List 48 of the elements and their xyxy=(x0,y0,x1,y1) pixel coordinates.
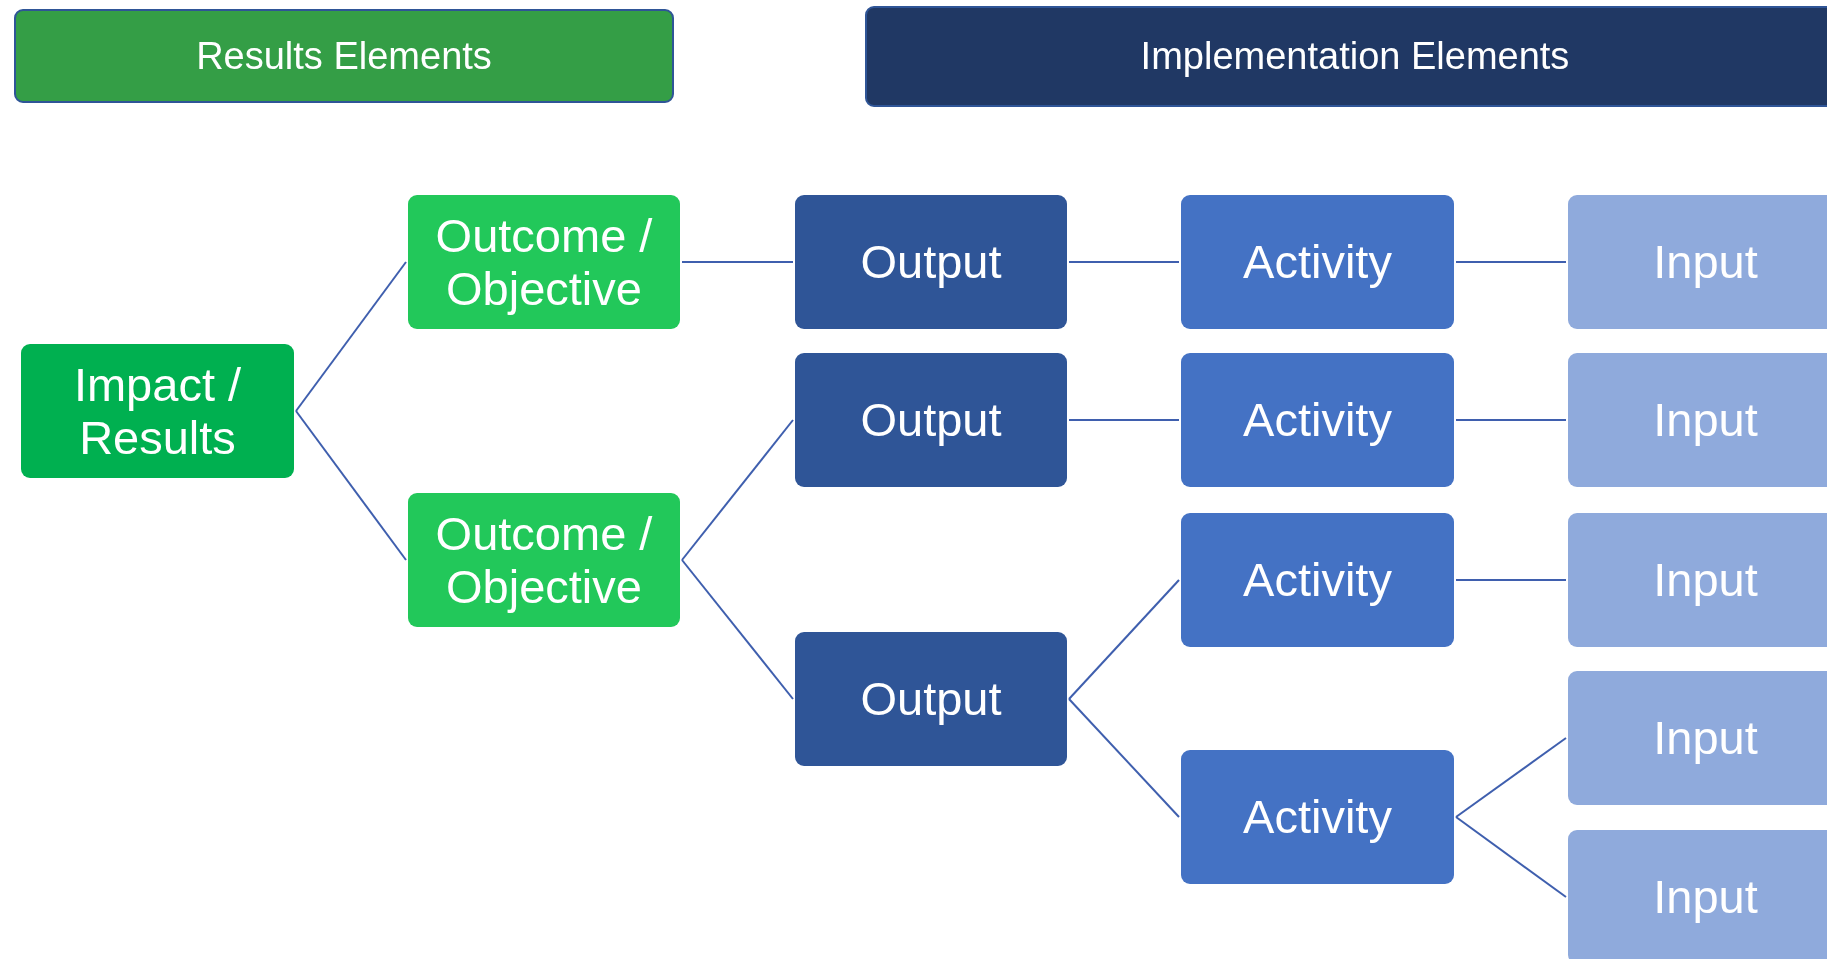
connector-line xyxy=(1455,261,1567,263)
connector-line xyxy=(1455,816,1567,898)
node-label: Input xyxy=(1653,711,1758,765)
node-label: Activity xyxy=(1243,553,1392,607)
header-banner xyxy=(865,6,1827,107)
connector-line xyxy=(681,419,794,561)
node-label: Activity xyxy=(1243,235,1392,289)
node-label: Input xyxy=(1653,235,1758,289)
activity-box xyxy=(1181,750,1454,884)
activity-box xyxy=(1181,513,1454,647)
node-label: Output xyxy=(860,235,1002,289)
outcome-box xyxy=(408,493,680,627)
input-box xyxy=(1568,353,1827,487)
connector-line xyxy=(681,559,794,700)
input-box xyxy=(1568,671,1827,805)
connector-line xyxy=(1068,419,1180,421)
outcome-box xyxy=(408,195,680,329)
node-label: Outcome / Objective xyxy=(434,506,654,614)
input-box xyxy=(1568,830,1827,959)
connector-line xyxy=(1068,698,1180,818)
node-label: Input xyxy=(1653,393,1758,447)
output-box xyxy=(795,632,1067,766)
activity-box xyxy=(1181,195,1454,329)
node-label: Output xyxy=(860,393,1002,447)
node-label: Implementation Elements xyxy=(1139,35,1571,78)
header-banner xyxy=(14,9,674,103)
impact-box xyxy=(21,344,294,478)
node-label: Input xyxy=(1653,870,1758,924)
input-box xyxy=(1568,195,1827,329)
connector-line xyxy=(1455,737,1567,818)
connector-line xyxy=(1068,261,1180,263)
connector-line xyxy=(1455,579,1567,581)
output-box xyxy=(795,195,1067,329)
connector-line xyxy=(295,261,407,412)
connector-line xyxy=(1068,579,1180,700)
connector-line xyxy=(295,410,407,561)
node-label: Output xyxy=(860,672,1002,726)
node-label: Activity xyxy=(1243,393,1392,447)
node-label: Impact / Results xyxy=(72,357,243,465)
input-box xyxy=(1568,513,1827,647)
node-label: Activity xyxy=(1243,790,1392,844)
connector-line xyxy=(681,261,794,263)
output-box xyxy=(795,353,1067,487)
node-label: Outcome / Objective xyxy=(434,208,654,316)
connector-line xyxy=(1455,419,1567,421)
activity-box xyxy=(1181,353,1454,487)
node-label: Results Elements xyxy=(196,34,492,78)
node-label: Input xyxy=(1653,553,1758,607)
